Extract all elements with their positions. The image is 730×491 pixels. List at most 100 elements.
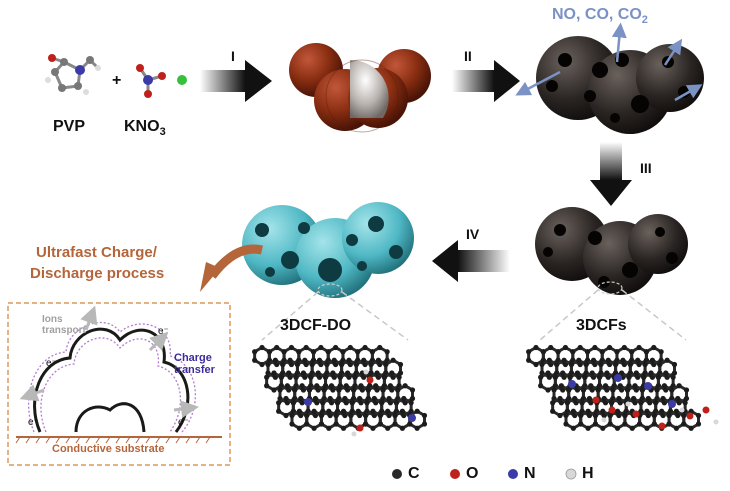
carbon-atom [318, 421, 325, 427]
carbon-atom [414, 425, 420, 431]
carbon-atom [583, 361, 589, 368]
carbon-atom [633, 370, 639, 376]
carbon-atom [293, 374, 299, 380]
carbon-atom [636, 344, 642, 351]
carbon-atom [657, 361, 663, 368]
carbon-atom [567, 374, 573, 380]
carbon-atom [271, 370, 277, 376]
carbon-atom [550, 408, 556, 414]
carbon-atom [570, 425, 576, 431]
carbon-atom [550, 400, 556, 406]
carbon-atom [644, 408, 650, 414]
carbon-atom [613, 361, 619, 368]
carbon-atom [281, 349, 287, 355]
oxygen-atom [686, 412, 694, 420]
carbon-atom [622, 421, 628, 427]
carbon-atom [294, 361, 301, 368]
oxygen-atom [592, 396, 600, 404]
process-line2: Discharge process [30, 265, 165, 282]
carbon-atom [555, 349, 561, 355]
step-iii-arrow [590, 142, 632, 206]
carbon-atom [538, 374, 544, 380]
carbon-atom [688, 425, 694, 431]
carbon-atom [340, 425, 347, 431]
carbon-atom [266, 349, 272, 355]
gas-main: NO, CO, CO [552, 6, 642, 23]
oxygen-atom [608, 406, 616, 414]
carbon-atom [370, 425, 376, 431]
carbon-atom [649, 357, 656, 363]
charge-line1: Charge [174, 352, 212, 364]
carbon-atom [589, 370, 595, 376]
gas-label: NO, CO, CO2 [552, 6, 648, 26]
carbon-atom [607, 421, 613, 427]
carbon-atom [310, 349, 317, 355]
carbon-atom [318, 344, 324, 351]
carbon-atom [296, 349, 302, 355]
hydrogen-atom [351, 431, 357, 437]
carbon-atom [322, 374, 329, 380]
carbon-atom [570, 408, 576, 414]
carbon-atom [336, 387, 342, 393]
carbon-atom [579, 400, 585, 406]
carbon-atom [663, 370, 669, 376]
nitrogen-atom [408, 414, 416, 422]
carbon-atom [324, 361, 330, 368]
carbon-atom [644, 425, 650, 431]
carbon-atom [347, 344, 353, 351]
carbon-atom [651, 412, 657, 419]
carbon-atom [622, 412, 628, 419]
3dcfs-spheres [535, 207, 688, 295]
carbon-atom [582, 374, 588, 380]
carbon-atom [333, 344, 339, 351]
carbon-atom [414, 408, 420, 414]
legend-h: H [582, 465, 594, 482]
carbon-atom [598, 361, 604, 368]
carbon-atom [538, 383, 544, 389]
carbon-atom [596, 374, 603, 380]
zoom-lines [261, 289, 687, 341]
carbon-atom [346, 357, 352, 363]
carbon-atom [352, 374, 358, 380]
carbon-atom [539, 361, 545, 368]
nitrogen-atom [668, 400, 676, 408]
kno3-label: KNO3 [124, 118, 166, 138]
precursor-spheres [289, 43, 431, 133]
hydrogen-atom [713, 419, 719, 425]
kno3-subscript: 3 [159, 126, 166, 139]
carbon-atom [545, 370, 551, 376]
carbon-atom [397, 361, 404, 368]
carbon-atom [331, 357, 337, 363]
carbon-atom [302, 357, 308, 363]
carbon-atom [361, 357, 367, 363]
nitrogen-atom [304, 398, 312, 406]
carbon-spheres-porous [515, 22, 704, 134]
carbon-atom [395, 387, 401, 393]
electron-label-1: e⁻ [158, 326, 169, 337]
carbon-atom [272, 357, 278, 363]
carbon-atom [384, 349, 390, 355]
carbon-atom [654, 387, 660, 393]
carbon-atom [666, 412, 672, 419]
carbon-atom [311, 408, 317, 414]
carbon-atom [375, 357, 382, 363]
carbon-atom [333, 421, 339, 427]
carbon-atom [558, 383, 564, 389]
carbon-atom [671, 361, 678, 368]
carbon-atom [645, 395, 651, 402]
carbon-atom [355, 349, 361, 355]
carbon-atom [315, 370, 321, 376]
electron-label-4: e⁻ [178, 417, 189, 428]
carbon-atom [286, 370, 292, 376]
carbon-atom [399, 408, 406, 414]
carbon-atom [563, 412, 569, 419]
carbon-atom [283, 395, 289, 402]
nitrogen-atom [614, 374, 622, 382]
carbon-atom [681, 421, 687, 427]
hydrogen-atom [363, 369, 369, 375]
carbon-atom [287, 357, 293, 363]
carbon-atom [551, 387, 557, 393]
carbon-atom [673, 408, 680, 414]
carbon-atom [393, 400, 400, 406]
